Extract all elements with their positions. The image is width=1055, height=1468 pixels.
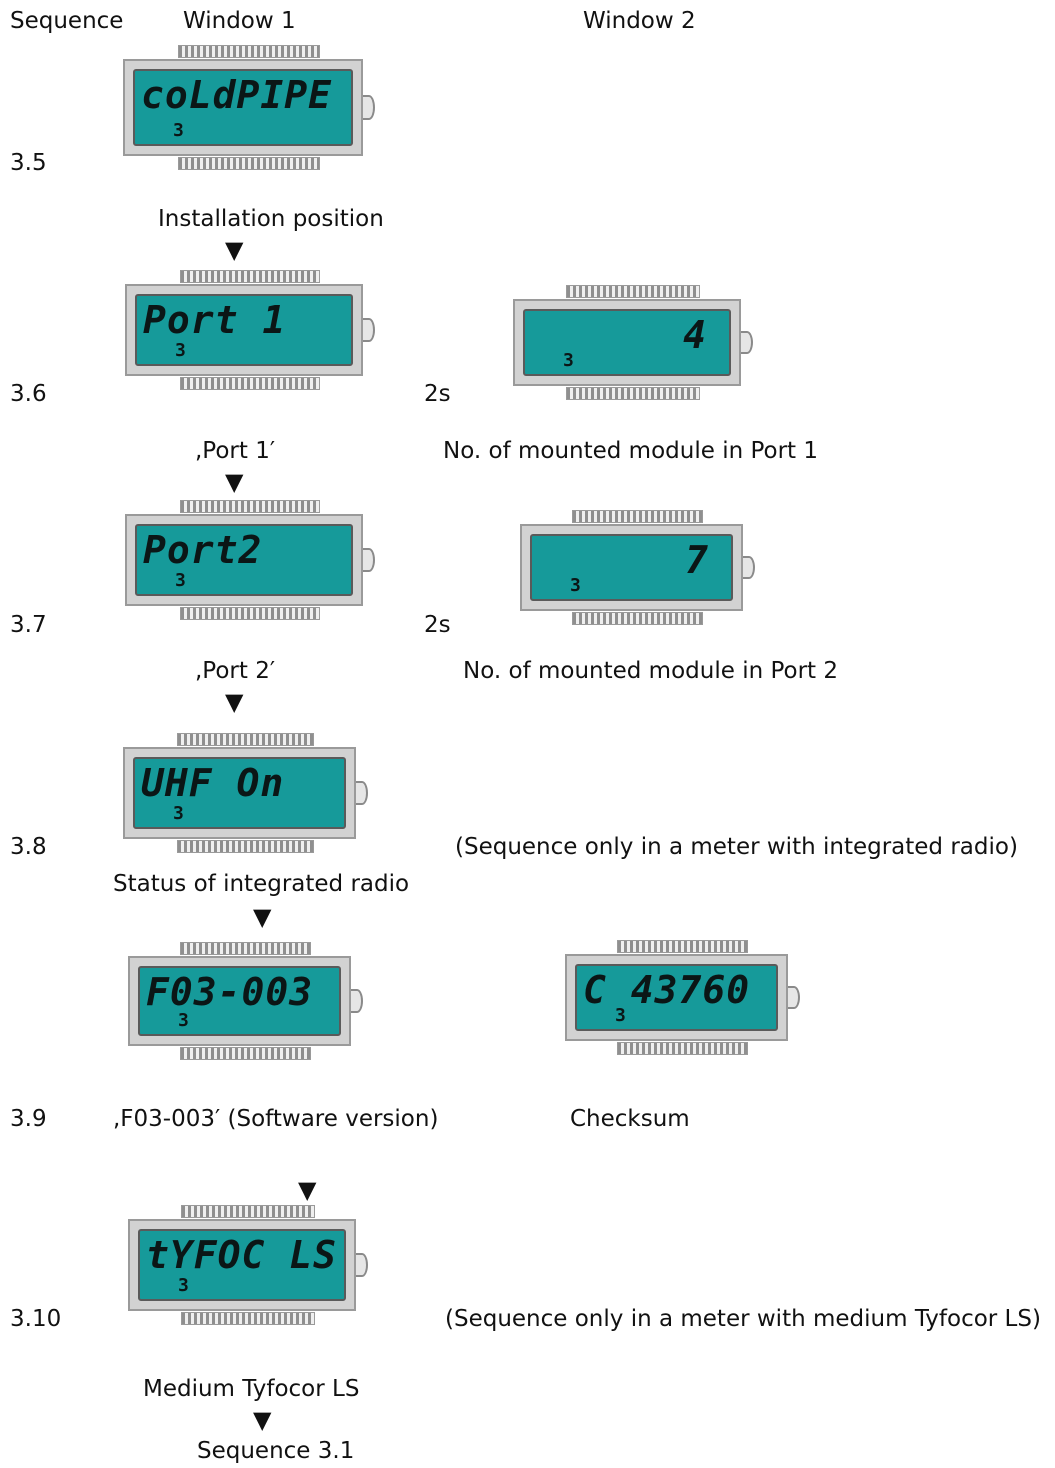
sequence-number-3-5: 3.5 bbox=[10, 150, 47, 176]
lcd-sub-indicator: 3 bbox=[178, 1275, 189, 1296]
lcd-display-3-7-window-2: 7 3 bbox=[520, 510, 755, 625]
lcd-sub-indicator: 3 bbox=[615, 1005, 626, 1026]
lcd-main-text: Port2 bbox=[143, 528, 263, 572]
note-integrated-radio: (Sequence only in a meter with integrate… bbox=[455, 834, 1018, 860]
column-header-window-1: Window 1 bbox=[183, 8, 296, 34]
lcd-display-3-9-window-2: C 43760 3 bbox=[565, 940, 800, 1055]
lcd-main-text: F03-003 bbox=[146, 970, 314, 1014]
down-arrow-icon: ▼ bbox=[225, 236, 244, 264]
caption-checksum: Checksum bbox=[570, 1106, 690, 1132]
caption-next-sequence: Sequence 3.1 bbox=[197, 1438, 355, 1464]
lcd-display-3-8-window-1: UHF On 3 bbox=[123, 733, 368, 853]
lcd-sub-indicator: 3 bbox=[178, 1010, 189, 1031]
caption-software-version: ,F03-003′ (Software version) bbox=[113, 1106, 439, 1132]
caption-status-radio: Status of integrated radio bbox=[113, 871, 410, 897]
column-header-window-2: Window 2 bbox=[583, 8, 696, 34]
caption-medium-tyfocor-ls: Medium Tyfocor LS bbox=[143, 1376, 360, 1402]
delay-label: 2s bbox=[424, 381, 451, 407]
lcd-main-text: tYFOC LS bbox=[146, 1233, 338, 1277]
lcd-main-text: UHF On bbox=[141, 761, 285, 805]
sequence-number-3-6: 3.6 bbox=[10, 381, 47, 407]
caption-module-port-1: No. of mounted module in Port 1 bbox=[443, 438, 819, 464]
lcd-sub-indicator: 3 bbox=[173, 120, 184, 141]
down-arrow-icon: ▼ bbox=[225, 688, 244, 716]
lcd-main-text: Port 1 bbox=[143, 298, 287, 342]
lcd-main-text: C 43760 bbox=[583, 968, 751, 1012]
caption-port-2: ,Port 2′ bbox=[195, 658, 276, 684]
caption-installation-position: Installation position bbox=[158, 206, 384, 232]
lcd-sub-indicator: 3 bbox=[173, 803, 184, 824]
lcd-main-text: 4 bbox=[683, 313, 707, 357]
lcd-sub-indicator: 3 bbox=[570, 575, 581, 596]
lcd-display-3-5-window-1: coLdPIPE 3 bbox=[123, 45, 375, 170]
sequence-number-3-9: 3.9 bbox=[10, 1106, 47, 1132]
column-header-sequence: Sequence bbox=[10, 8, 124, 34]
down-arrow-icon: ▼ bbox=[253, 903, 272, 931]
delay-label: 2s bbox=[424, 612, 451, 638]
lcd-display-3-9-window-1: F03-003 3 bbox=[128, 942, 363, 1060]
lcd-display-3-7-window-1: Port2 3 bbox=[125, 500, 375, 620]
lcd-display-3-10-window-1: tYFOC LS 3 bbox=[128, 1205, 368, 1325]
down-arrow-icon: ▼ bbox=[253, 1406, 272, 1434]
lcd-display-3-6-window-2: 4 3 bbox=[513, 285, 753, 400]
down-arrow-icon: ▼ bbox=[298, 1176, 317, 1204]
lcd-sub-indicator: 3 bbox=[563, 350, 574, 371]
lcd-sub-indicator: 3 bbox=[175, 340, 186, 361]
caption-module-port-2: No. of mounted module in Port 2 bbox=[463, 658, 839, 684]
sequence-number-3-10: 3.10 bbox=[10, 1306, 62, 1332]
lcd-display-3-6-window-1: Port 1 3 bbox=[125, 270, 375, 390]
lcd-sub-indicator: 3 bbox=[175, 570, 186, 591]
sequence-number-3-8: 3.8 bbox=[10, 834, 47, 860]
lcd-main-text: 7 bbox=[685, 538, 709, 582]
down-arrow-icon: ▼ bbox=[225, 468, 244, 496]
note-tyfocor-ls: (Sequence only in a meter with medium Ty… bbox=[445, 1306, 1041, 1332]
lcd-main-text: coLdPIPE bbox=[141, 73, 333, 117]
sequence-number-3-7: 3.7 bbox=[10, 612, 47, 638]
caption-port-1: ,Port 1′ bbox=[195, 438, 276, 464]
